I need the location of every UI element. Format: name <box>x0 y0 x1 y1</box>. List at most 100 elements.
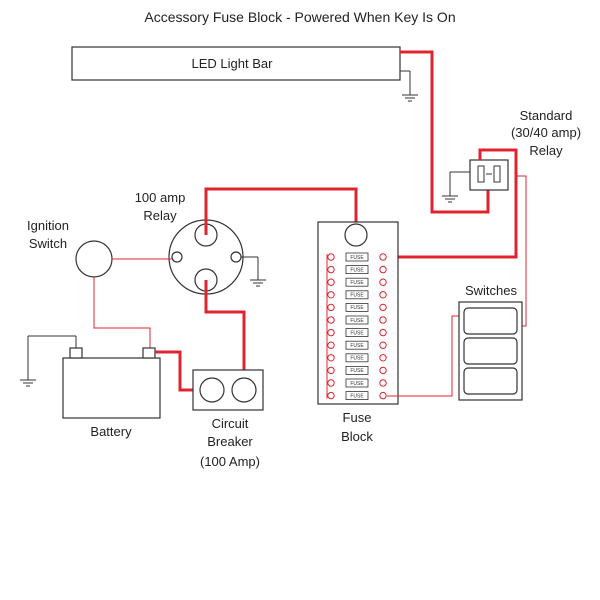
fuse[interactable] <box>345 315 369 325</box>
ground-symbol-100-relay <box>250 279 266 287</box>
fuse-row: FUSE <box>327 302 387 312</box>
battery-label: Battery <box>90 424 132 439</box>
fuse-output-terminal <box>379 316 387 324</box>
fuse-block: FUSE FUSE FUSE FUSE FUSE FUSE FUSE FUSE FUSE FUSE… <box>317 221 399 444</box>
fuse[interactable] <box>345 365 369 375</box>
fuse-row: FUSE <box>327 252 387 262</box>
fuse[interactable] <box>345 391 369 401</box>
fuse-output-terminal <box>379 341 387 349</box>
switches: Switches <box>458 283 523 401</box>
fuse[interactable] <box>345 265 369 275</box>
standard-relay: Standard (30/40 amp) Relay <box>442 108 581 203</box>
fuse-row: FUSE <box>327 365 387 375</box>
fuse-row: FUSE <box>327 340 387 350</box>
switch-2[interactable] <box>463 337 518 365</box>
fuse-input-terminal <box>327 341 335 349</box>
fuse-input-terminal <box>327 253 335 261</box>
breaker-label-2: Breaker <box>207 434 253 449</box>
relay-100-label-2: Relay <box>143 208 177 223</box>
wire-relay-top-loop <box>478 148 518 174</box>
battery: Battery <box>20 335 161 439</box>
fuse-input-terminal <box>327 265 335 274</box>
wire-fuse-to-switches <box>387 315 462 397</box>
fuse-row: FUSE <box>327 265 387 275</box>
wire-relay-to-fuse-block-top <box>204 187 358 235</box>
switch-3[interactable] <box>463 367 518 395</box>
relay-100-label-1: 100 amp <box>135 190 186 205</box>
fuse[interactable] <box>345 302 369 312</box>
wire-led-to-relay <box>400 50 490 214</box>
fuse-label: FUSE <box>350 318 364 324</box>
fuse-input-terminal <box>327 303 335 312</box>
fuse-row: FUSE <box>327 277 387 287</box>
fuse-output-terminal <box>379 265 387 274</box>
fuse-output-terminal <box>379 366 387 375</box>
wire-relay-to-fuse-block <box>383 174 518 259</box>
breaker-label-1: Circuit <box>212 416 249 431</box>
switches-label: Switches <box>465 283 518 298</box>
fuse-label: FUSE <box>350 356 364 362</box>
led-light-bar-label: LED Light Bar <box>192 56 274 71</box>
ignition-label-2: Switch <box>29 236 67 251</box>
fuse-input-terminal <box>327 354 335 362</box>
fuse-input-terminal <box>327 278 335 286</box>
fuse-label: FUSE <box>350 381 364 387</box>
led-light-bar: LED Light Bar <box>71 46 418 102</box>
fuse-input-terminal <box>327 316 335 324</box>
ground-symbol-relay <box>442 195 458 203</box>
fuse-input-terminal <box>327 328 335 337</box>
fuse-label: FUSE <box>350 330 364 336</box>
fuse-row: FUSE <box>327 353 387 363</box>
switch-1[interactable] <box>463 307 518 335</box>
fuse-label: FUSE <box>350 255 364 261</box>
diagram-title: Accessory Fuse Block - Powered When Key … <box>144 9 455 25</box>
fuse-row: FUSE <box>327 315 387 325</box>
ground-symbol-battery <box>20 379 36 387</box>
fuse-label: FUSE <box>350 393 364 399</box>
fuse[interactable] <box>345 328 369 338</box>
fuse-input-terminal <box>327 291 335 299</box>
fuse-output-terminal <box>379 328 387 337</box>
fuse-row: FUSE <box>327 391 387 401</box>
fuse-output-terminal <box>379 303 387 312</box>
ignition-switch: Ignition Switch <box>27 218 113 278</box>
fuse-row: FUSE <box>327 328 387 338</box>
fuse-label: FUSE <box>350 305 364 311</box>
fuse[interactable] <box>345 353 369 363</box>
fuse-output-terminal <box>379 278 387 286</box>
ground-symbol-led <box>402 94 418 102</box>
fuse-output-terminal <box>379 379 387 387</box>
circuit-breaker: Circuit Breaker (100 Amp) <box>192 369 264 469</box>
fuse-block-label-1: Fuse <box>343 410 372 425</box>
fuse[interactable] <box>345 252 369 262</box>
fuse-block-label-2: Block <box>341 429 373 444</box>
fuse-label: FUSE <box>350 267 364 273</box>
fuse-label: FUSE <box>350 280 364 286</box>
fuse-row: FUSE <box>327 378 387 388</box>
standard-relay-label-1: Standard <box>520 108 573 123</box>
fuse-label: FUSE <box>350 293 364 299</box>
fuse-input-terminal <box>327 366 335 375</box>
standard-relay-label-2: (30/40 amp) <box>511 125 581 140</box>
fuse-input-terminal <box>327 379 335 387</box>
ignition-label-1: Ignition <box>27 218 69 233</box>
fuse[interactable] <box>345 277 369 287</box>
fuse-output-terminal <box>379 253 387 261</box>
wire-ignition-to-battery <box>93 277 151 350</box>
fuse-label: FUSE <box>350 343 364 349</box>
fuse-output-terminal <box>379 391 387 400</box>
fuse-label: FUSE <box>350 368 364 374</box>
breaker-label-3: (100 Amp) <box>200 454 260 469</box>
standard-relay-label-3: Relay <box>529 143 563 158</box>
fuse[interactable] <box>345 290 369 300</box>
relay-100-amp: 100 amp Relay <box>135 190 266 295</box>
fuse-row: FUSE <box>327 290 387 300</box>
fuse-output-terminal <box>379 291 387 299</box>
fuse[interactable] <box>345 378 369 388</box>
wire-relay-to-breaker <box>204 280 246 388</box>
fuse-output-terminal <box>379 354 387 362</box>
fuse-rows: FUSE FUSE FUSE FUSE FUSE FUSE FUSE FUSE FUSE FUSE… <box>326 252 387 401</box>
fuse[interactable] <box>345 340 369 350</box>
fuse-input-terminal <box>327 391 335 400</box>
